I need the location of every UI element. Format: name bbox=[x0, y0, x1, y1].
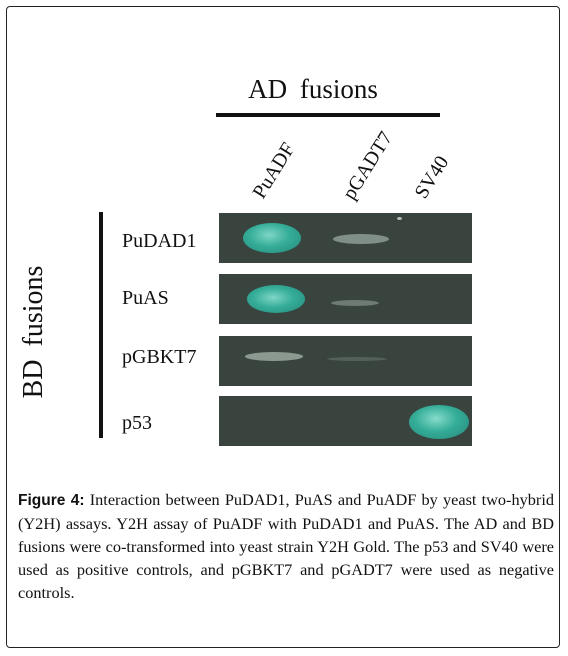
ad-fusions-rule bbox=[216, 113, 440, 117]
row-label-pgbkt7: pGBKT7 bbox=[122, 346, 197, 368]
caption-text: Interaction between PuDAD1, PuAS and PuA… bbox=[18, 490, 554, 602]
plate-row-puas bbox=[219, 274, 472, 324]
colony-pgbkt7-puadf bbox=[245, 352, 303, 361]
row-label-puas: PuAS bbox=[122, 287, 169, 309]
ad-fusions-title: AD fusions bbox=[248, 74, 378, 104]
plate-row-pgbkt7 bbox=[219, 336, 472, 386]
colony-puas-puadf bbox=[247, 285, 305, 313]
speck-pudad1-sv40 bbox=[397, 217, 402, 220]
colony-pgbkt7-pgadt7 bbox=[327, 357, 387, 361]
plate-row-pudad1 bbox=[219, 213, 472, 263]
row-label-p53: p53 bbox=[122, 412, 152, 434]
row-label-pudad1: PuDAD1 bbox=[122, 230, 197, 252]
colony-pudad1-puadf bbox=[243, 223, 301, 253]
bd-fusions-title: BD fusions bbox=[18, 265, 49, 399]
colony-p53-sv40 bbox=[409, 405, 469, 439]
colony-puas-pgadt7 bbox=[331, 300, 379, 306]
colony-pudad1-pgadt7 bbox=[333, 234, 389, 244]
bd-fusions-rule bbox=[99, 212, 103, 438]
figure-caption: Figure 4: Interaction between PuDAD1, Pu… bbox=[18, 488, 554, 604]
caption-label: Figure 4: bbox=[18, 492, 85, 509]
plate-row-p53 bbox=[219, 396, 472, 446]
